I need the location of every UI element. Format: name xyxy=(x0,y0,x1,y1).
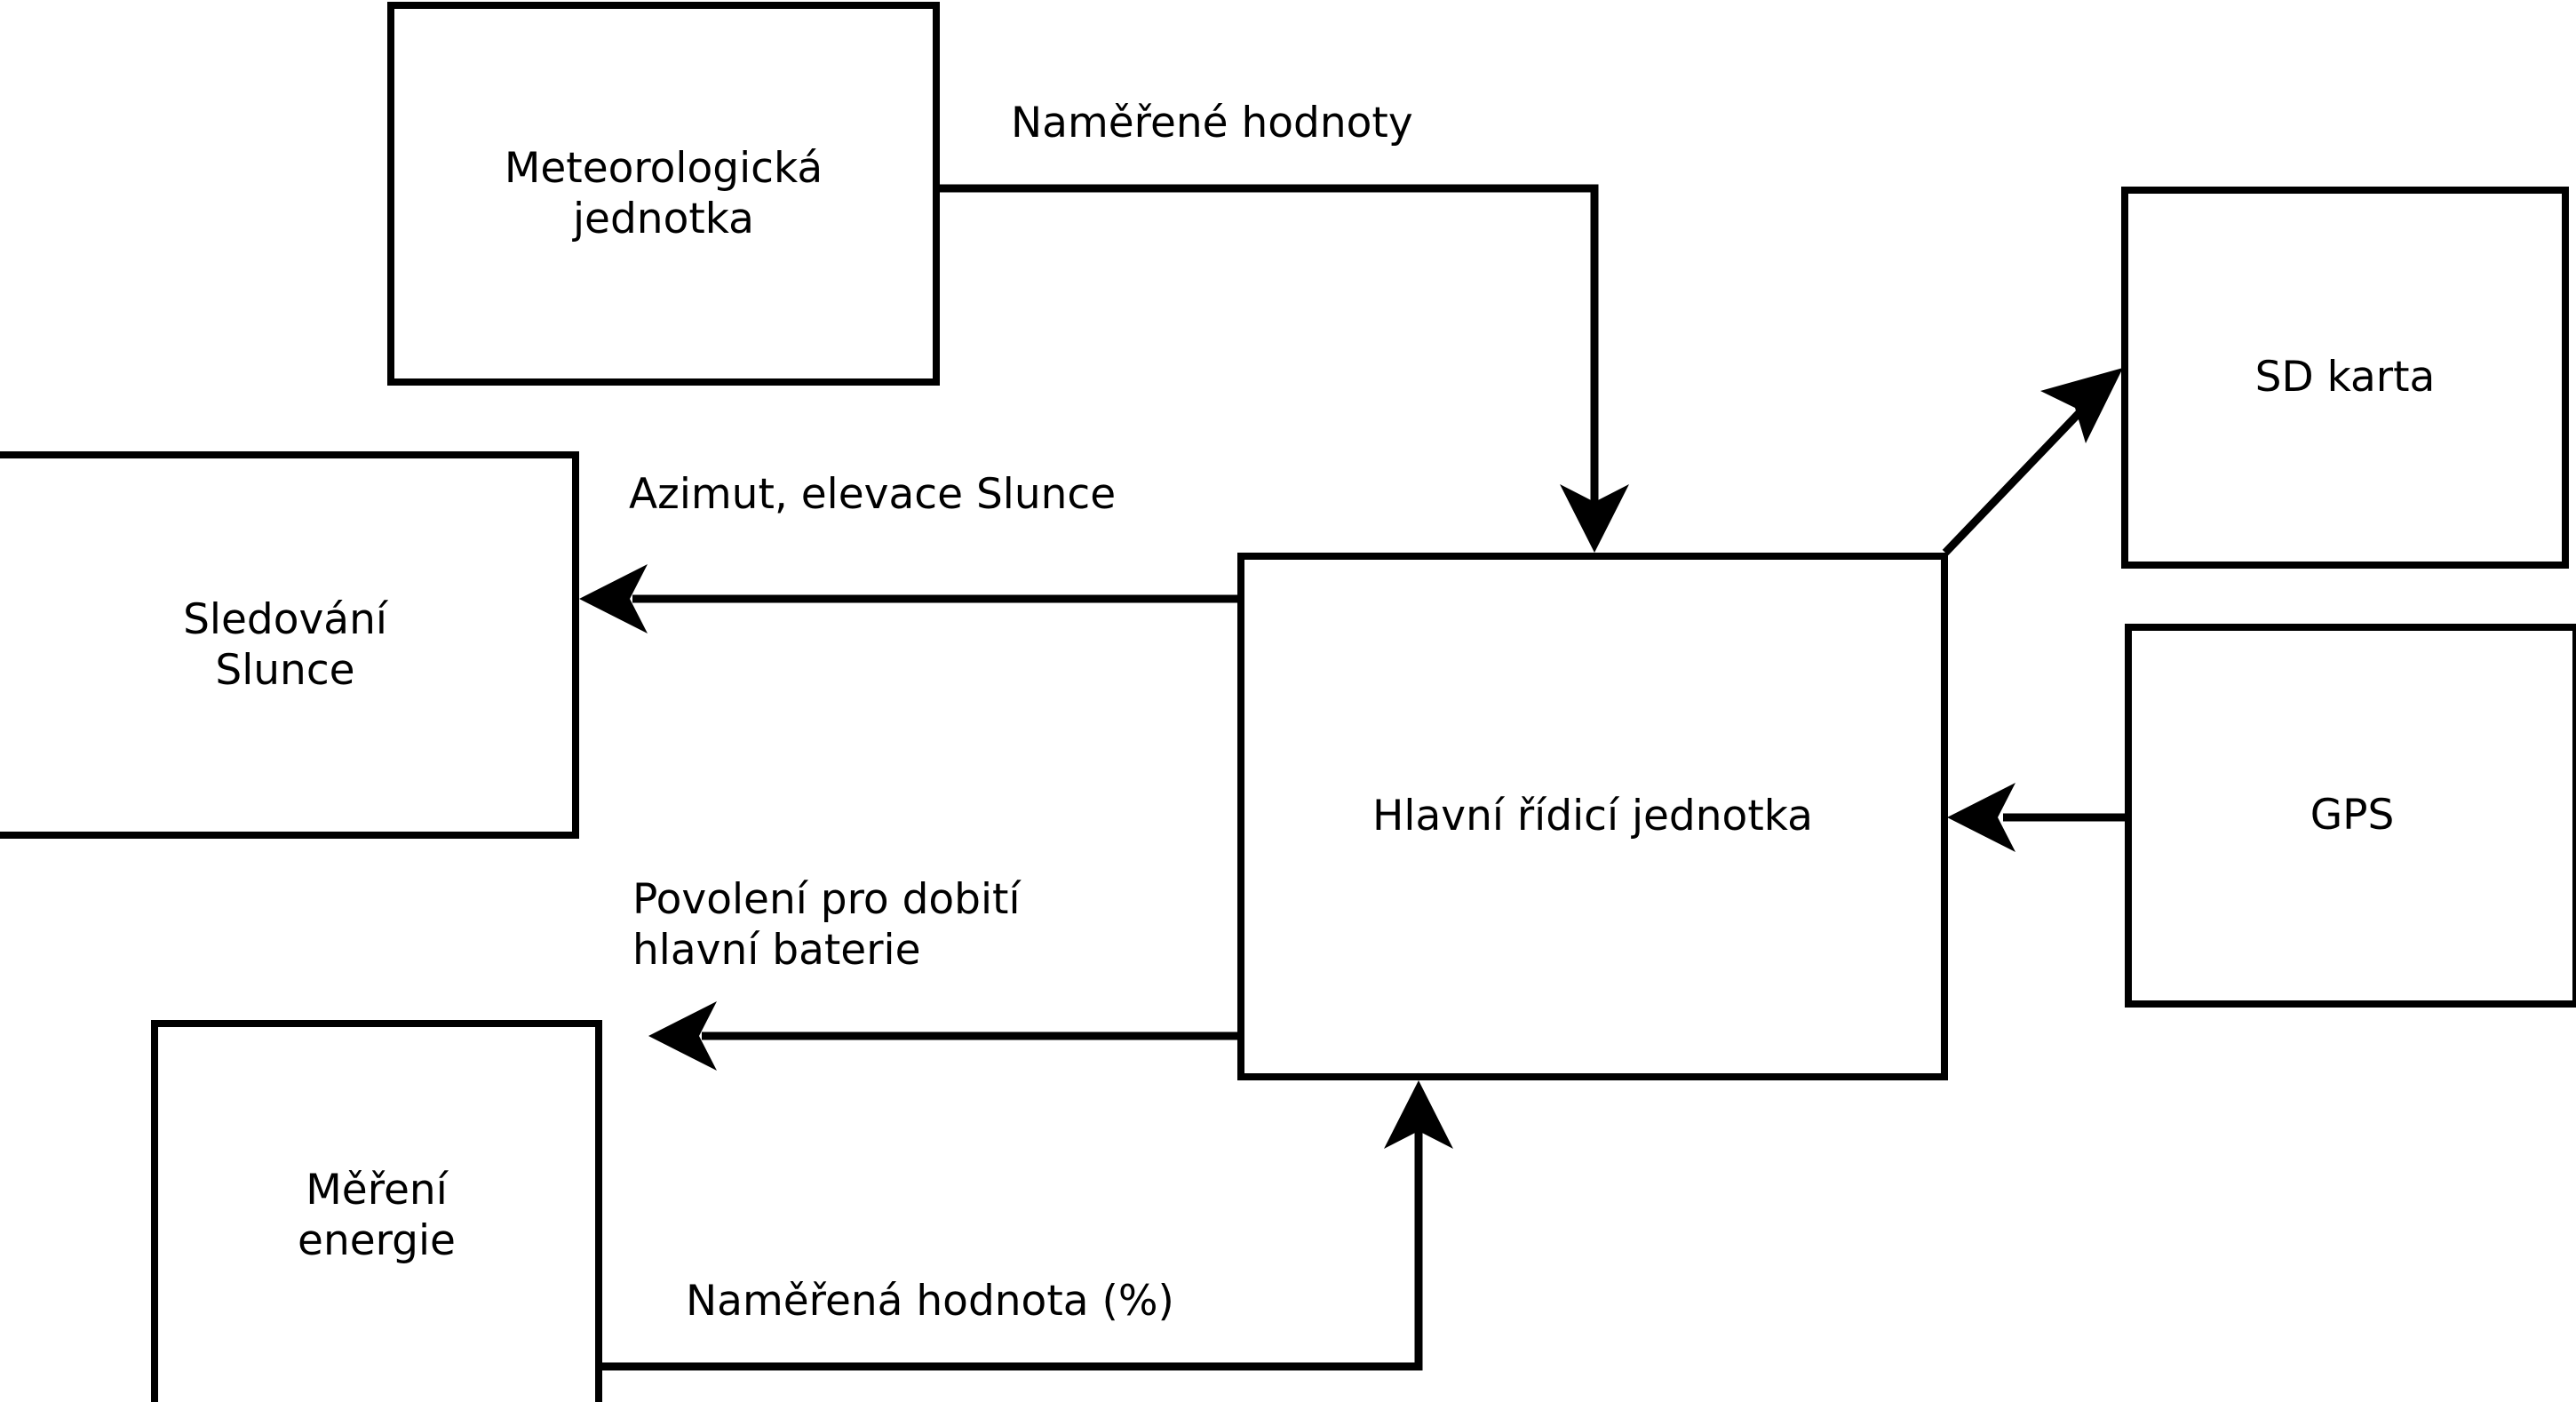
node-label: Měření energie xyxy=(298,1165,456,1265)
node-mereni-energie[interactable]: Měření energie xyxy=(151,1020,602,1402)
arrowhead-up-right-icon xyxy=(2040,368,2123,443)
edge-label-azimuth-elevation: Azimut, elevace Slunce xyxy=(629,470,1117,519)
node-label: SD karta xyxy=(2254,353,2436,402)
edge-main-to-energy xyxy=(648,1001,1237,1071)
node-label: Meteorologická jednotka xyxy=(504,143,823,243)
node-hlavni-ridici-jednotka[interactable]: Hlavní řídicí jednotka xyxy=(1237,553,1948,1080)
node-label: Sledování Slunce xyxy=(183,594,387,695)
arrowhead-left-icon xyxy=(1947,783,2015,852)
edge-main-to-sd xyxy=(1942,368,2123,556)
arrowhead-left-icon xyxy=(648,1001,717,1071)
node-gps[interactable]: GPS xyxy=(2125,624,2576,1008)
edge-label-charge-permission: Povolení pro dobití hlavní baterie xyxy=(632,875,1021,976)
arrowhead-left-icon xyxy=(579,564,648,633)
node-label: Hlavní řídicí jednotka xyxy=(1372,792,1813,841)
node-sd-karta[interactable]: SD karta xyxy=(2121,187,2569,569)
node-meteorologicka-jednotka[interactable]: Meteorologická jednotka xyxy=(387,2,940,386)
arrowhead-down-icon xyxy=(1560,484,1629,553)
edge-label-measured-values: Naměřené hodnoty xyxy=(1011,99,1413,147)
node-label: GPS xyxy=(2310,791,2395,840)
edge-meteo-to-main xyxy=(940,184,1629,553)
node-sledovani-slunce[interactable]: Sledování Slunce xyxy=(0,451,579,839)
arrowhead-up-icon xyxy=(1384,1080,1453,1149)
edge-gps-to-main xyxy=(1947,783,2125,852)
edge-energy-to-main xyxy=(600,1080,1453,1371)
edge-main-to-sun xyxy=(579,564,1237,633)
edge-label-measured-percent: Naměřená hodnota (%) xyxy=(686,1277,1174,1326)
